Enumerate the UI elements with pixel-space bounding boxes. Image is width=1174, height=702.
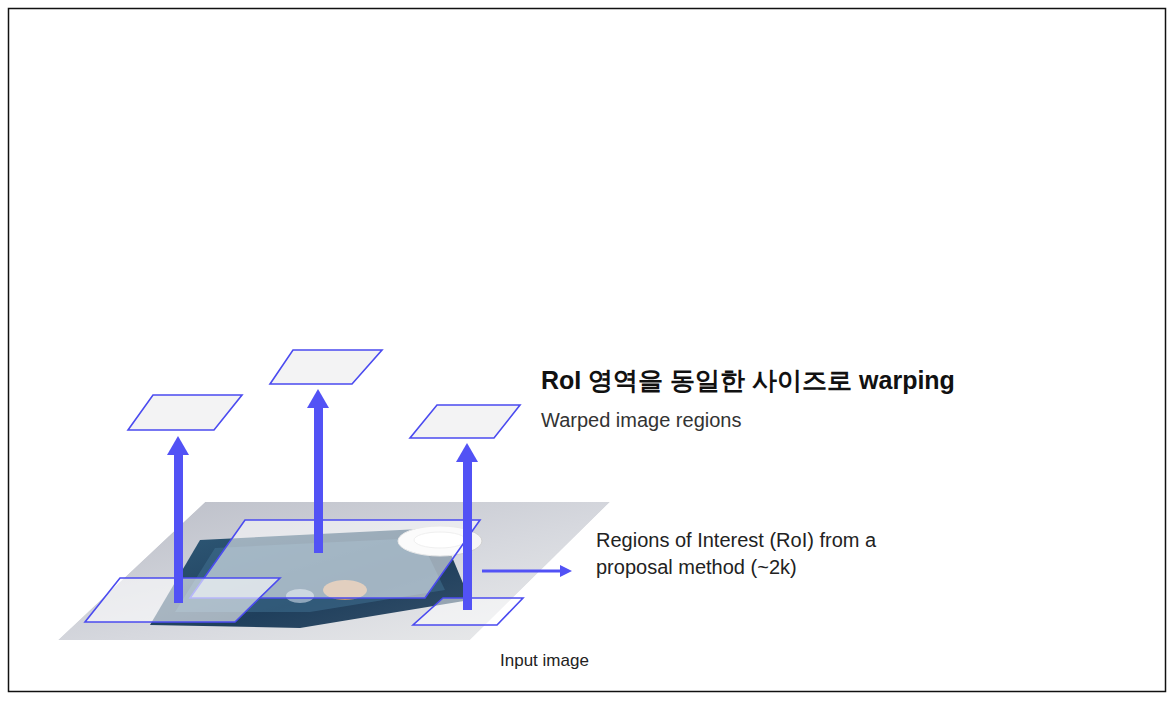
heading-label: RoI 영역을 동일한 사이즈로 warping (541, 364, 955, 398)
leader-arrow (482, 570, 562, 573)
slide-frame (9, 9, 1166, 692)
leader-arrowhead (560, 565, 572, 577)
roi-label: Regions of Interest (RoI) from a proposa… (596, 527, 896, 581)
warped-region (270, 350, 382, 384)
image-label: Input image (500, 650, 589, 673)
caption-label: Warped image regions (541, 407, 741, 434)
input-image (58, 502, 610, 640)
warped-region (410, 405, 520, 438)
warp-arrows (167, 389, 478, 610)
warped-region (128, 395, 242, 430)
